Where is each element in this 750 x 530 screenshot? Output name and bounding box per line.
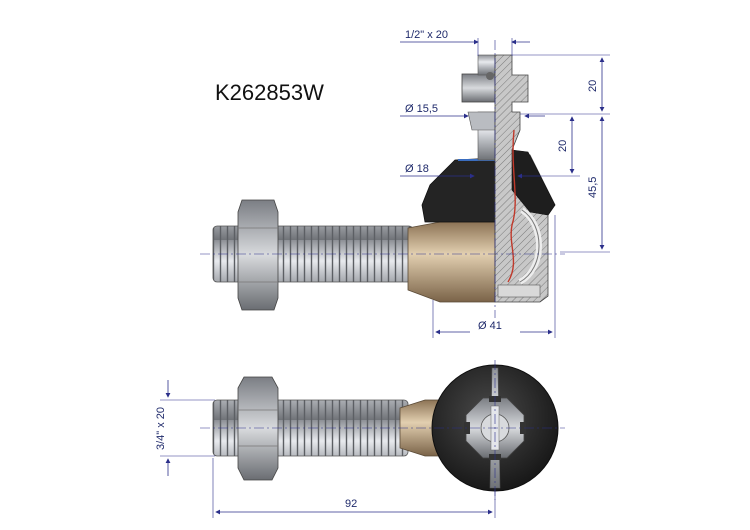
dim-dia-boot: Ø 18 bbox=[400, 163, 540, 179]
svg-text:Ø 15,5: Ø 15,5 bbox=[405, 103, 438, 115]
hex-nut-top bbox=[237, 376, 279, 481]
top-view: 3/4" x 20 92 bbox=[155, 360, 565, 518]
housing-neck-side bbox=[407, 221, 496, 303]
svg-text:92: 92 bbox=[345, 498, 357, 510]
dim-height-mid: 20 bbox=[540, 116, 580, 177]
dim-height-total: 45,5 bbox=[560, 116, 610, 253]
svg-text:3/4" x 20: 3/4" x 20 bbox=[155, 407, 167, 450]
dim-length: 92 bbox=[212, 458, 496, 518]
svg-text:20: 20 bbox=[557, 140, 569, 152]
ball-stud-side bbox=[461, 54, 496, 161]
svg-text:Ø 41: Ø 41 bbox=[478, 320, 502, 332]
hex-nut-side bbox=[237, 199, 279, 311]
side-view: 1/2" x 20 20 Ø 15,5 20 Ø 18 bbox=[200, 29, 610, 338]
svg-text:20: 20 bbox=[587, 80, 599, 92]
section-half bbox=[494, 54, 556, 303]
svg-text:Ø 18: Ø 18 bbox=[405, 163, 429, 175]
svg-text:1/2" x 20: 1/2" x 20 bbox=[405, 29, 448, 41]
rubber-boot-side bbox=[421, 157, 496, 223]
dim-top-thread: 1/2" x 20 bbox=[400, 29, 530, 56]
part-code: K262853W bbox=[215, 80, 324, 105]
dim-shank-thread: 3/4" x 20 bbox=[155, 380, 215, 476]
dim-dia-housing: Ø 41 bbox=[432, 215, 556, 338]
svg-text:45,5: 45,5 bbox=[587, 177, 599, 198]
dim-dia-neck: Ø 15,5 bbox=[400, 103, 545, 119]
dim-height-top: 20 bbox=[512, 54, 610, 115]
